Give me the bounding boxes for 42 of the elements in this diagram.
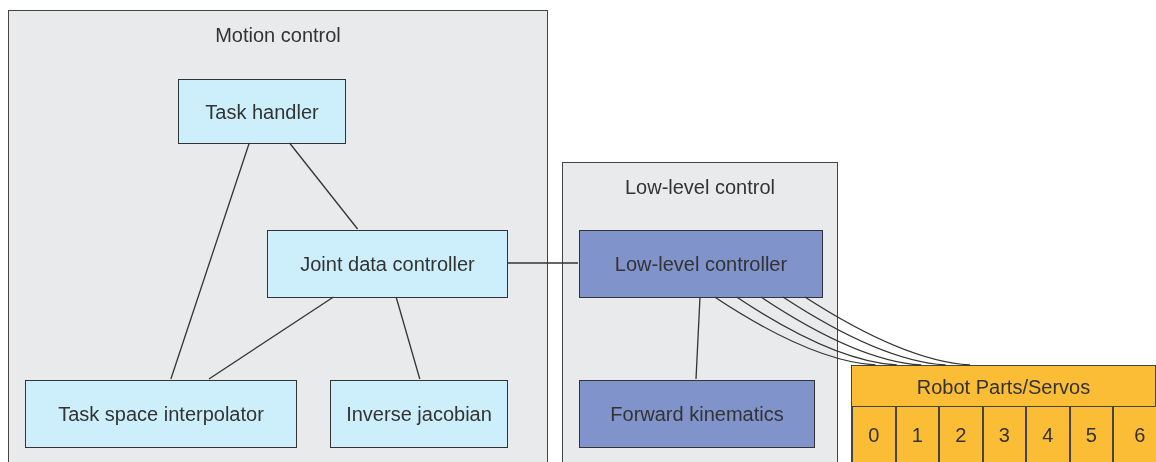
node-label: Forward kinematics <box>610 402 784 426</box>
node-label: Task handler <box>205 99 319 124</box>
node-label: 5 <box>1085 423 1097 447</box>
process-box <box>579 380 815 448</box>
process-box <box>25 380 297 448</box>
group-title: Low-level control <box>624 175 776 199</box>
connector-line <box>170 142 250 380</box>
node-label: 3 <box>998 423 1010 447</box>
connector-line <box>760 296 922 366</box>
servo-cell <box>1069 406 1113 462</box>
node-label: Low-level controller <box>614 252 788 276</box>
connector-line <box>782 296 947 366</box>
connector-line <box>695 296 701 380</box>
node-label: Joint data controller <box>300 252 475 276</box>
node-label: 6 <box>1134 423 1146 447</box>
connector-line <box>208 296 335 380</box>
node-label: 4 <box>1042 423 1054 447</box>
node-label: Task space interpolator <box>58 402 264 426</box>
group-panel <box>562 162 838 462</box>
node-label: 1 <box>911 423 923 447</box>
connector-line <box>395 296 421 380</box>
servo-panel <box>851 365 1156 462</box>
group-panel <box>8 10 548 462</box>
servo-cell <box>982 406 1026 462</box>
node-label: Inverse jacobian <box>346 402 492 426</box>
process-box <box>267 230 508 298</box>
node-label: 0 <box>868 423 880 447</box>
process-box <box>178 79 346 144</box>
connector-line <box>506 262 579 264</box>
connector-line <box>804 296 971 366</box>
servo-cell <box>939 406 983 462</box>
connector-line <box>714 296 877 366</box>
process-box <box>579 230 823 298</box>
connector-line <box>735 296 898 366</box>
process-box <box>330 380 508 448</box>
node-label: 2 <box>955 423 967 447</box>
servo-cell <box>1026 406 1070 462</box>
group-title: Motion control <box>215 23 341 47</box>
servo-cell <box>895 406 939 462</box>
servo-cell <box>852 406 896 462</box>
panel-title: Robot Parts/Servos <box>916 375 1091 399</box>
connector-line <box>288 142 359 230</box>
